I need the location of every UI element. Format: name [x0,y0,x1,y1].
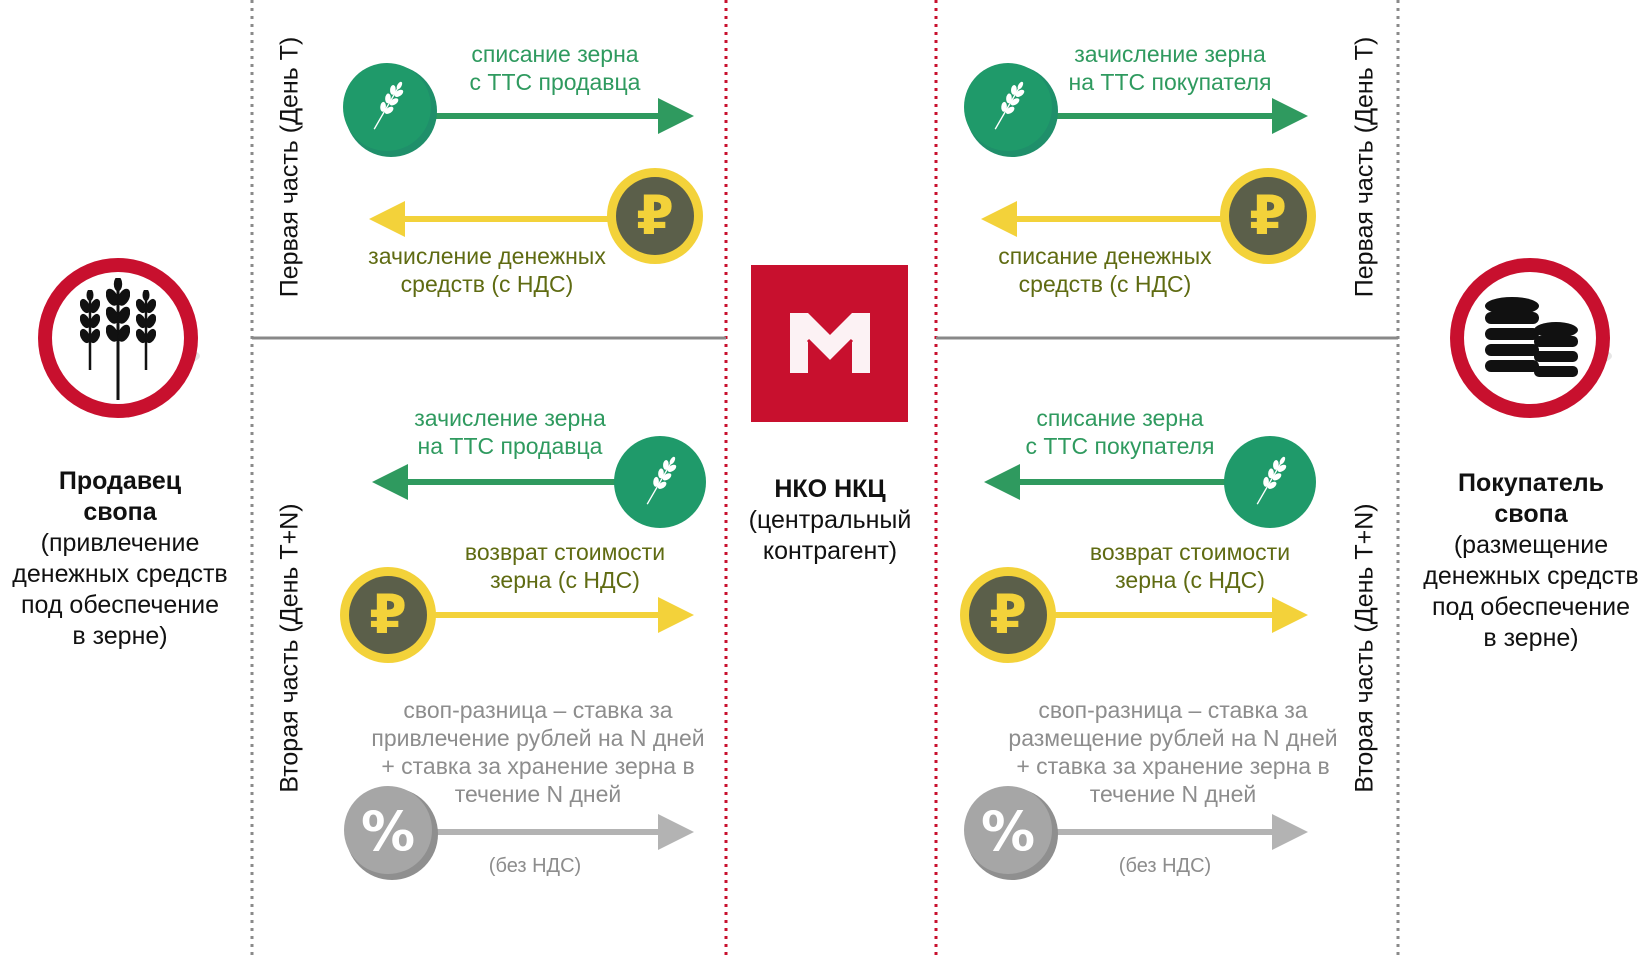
seller-name-line1: Продавец [58,467,182,495]
left-second-grain-line1: зачисление зерна [414,405,606,431]
right-phase-first-label: Первая часть (День Т) [1350,36,1379,298]
left-phase-second-label: Вторая часть (День Т+N) [275,503,304,793]
left-first-money-line2: средств (с НДС) [400,271,574,297]
seller-desc-line1: (привлечение [40,529,200,557]
left-swap-line4: течение N дней [454,781,622,807]
left-second-ruble-icon: ₽ [340,567,436,663]
left-first-money-label: зачисление денежных средств (с НДС) [352,242,622,298]
right-second-grain-line2: с ТТС покупателя [1025,433,1215,459]
left-first-grain-icon [343,63,437,157]
right-first-ruble-icon: ₽ [1220,168,1316,264]
right-swap-line2: размещение рублей на N дней [1008,725,1338,751]
center-desc-line1: (центральный [748,506,912,534]
left-swap-line1: своп-разница – ставка за [403,697,673,723]
left-second-grain-icon [614,436,706,528]
left-first-grain-line2: с ТТС продавца [469,69,641,95]
buyer-name-line1: Покупатель [1457,469,1605,497]
right-first-grain-line2: на ТТС покупателя [1068,69,1272,95]
right-second-grain-line1: списание зерна [1036,405,1204,431]
buyer-desc-line4: в зерне) [1483,624,1579,652]
left-second-grain-line2: на ТТС продавца [417,433,603,459]
svg-text:₽: ₽ [369,583,407,646]
right-second-grain-icon [1224,436,1316,528]
buyer-name-line2: свопа [1494,500,1568,528]
buyer-desc-line1: (размещение [1453,531,1609,559]
svg-text:₽: ₽ [989,583,1027,646]
left-phase-first-label: Первая часть (День Т) [275,36,304,298]
left-second-grain-label: зачисление зерна на ТТС продавца [390,404,630,460]
right-swap-line1: своп-разница – ставка за [1038,697,1308,723]
separators [250,0,1400,960]
right-first-money-line2: средств (с НДС) [1018,271,1192,297]
center-name: НКО НКЦ [774,475,886,503]
right-swap-note: (без НДС) [1118,855,1212,877]
right-second-money-label: возврат стоимости зерна (с НДС) [1070,538,1310,594]
right-second-ruble-icon: ₽ [960,567,1056,663]
right-first-money-label: списание денежных средств (с НДС) [985,242,1225,298]
left-percent-icon: % [344,786,438,880]
left-swap-note: (без НДС) [488,855,582,877]
svg-text:₽: ₽ [1249,184,1287,247]
left-first-ruble-icon: ₽ [607,168,703,264]
right-swap-label: своп-разница – ставка за размещение рубл… [988,696,1358,808]
right-first-grain-icon [964,63,1058,157]
right-first-grain-label: зачисление зерна на ТТС покупателя [1040,40,1300,96]
left-first-grain-line1: списание зерна [471,41,639,67]
left-second-money-line2: зерна (с НДС) [490,567,640,593]
right-swap-line4: течение N дней [1089,781,1257,807]
right-second-grain-label: списание зерна с ТТС покупателя [1005,404,1235,460]
seller-desc-line4: в зерне) [72,622,168,650]
left-swap-line2: привлечение рублей на N дней [371,725,705,751]
seller-desc-line2: денежных средств [12,560,228,588]
seller-wheat-icon [38,258,200,418]
seller-block: Продавец свопа (привлечение денежных сре… [0,466,240,652]
seller-desc-line3: под обеспечение [21,591,219,619]
svg-text:%: % [981,800,1035,863]
buyer-block: Покупатель свопа (размещение денежных ср… [1411,468,1651,654]
svg-text:%: % [361,800,415,863]
left-second-money-line1: возврат стоимости [464,539,666,565]
left-first-money-line1: зачисление денежных [368,243,606,269]
nkc-logo [751,265,908,422]
right-first-money-line1: списание денежных [998,243,1212,269]
svg-text:₽: ₽ [636,184,674,247]
buyer-desc-line2: денежных средств [1423,562,1639,590]
right-second-money-line1: возврат стоимости [1089,539,1291,565]
left-second-money-label: возврат стоимости зерна (с НДС) [440,538,690,594]
right-percent-icon: % [964,786,1058,880]
center-block: НКО НКЦ (центральный контрагент) [732,474,928,567]
buyer-desc-line3: под обеспечение [1432,593,1630,621]
seller-name-line2: свопа [83,498,157,526]
left-swap-label: своп-разница – ставка за привлечение руб… [352,696,724,808]
left-swap-line3: + ставка за хранение зерна в [381,753,695,779]
left-first-grain-label: списание зерна с ТТС продавца [430,40,680,96]
buyer-coins-icon [1450,258,1612,418]
center-desc-line2: контрагент) [762,537,898,565]
right-first-grain-line1: зачисление зерна [1074,41,1266,67]
right-second-money-line2: зерна (с НДС) [1115,567,1265,593]
right-swap-line3: + ставка за хранение зерна в [1016,753,1330,779]
